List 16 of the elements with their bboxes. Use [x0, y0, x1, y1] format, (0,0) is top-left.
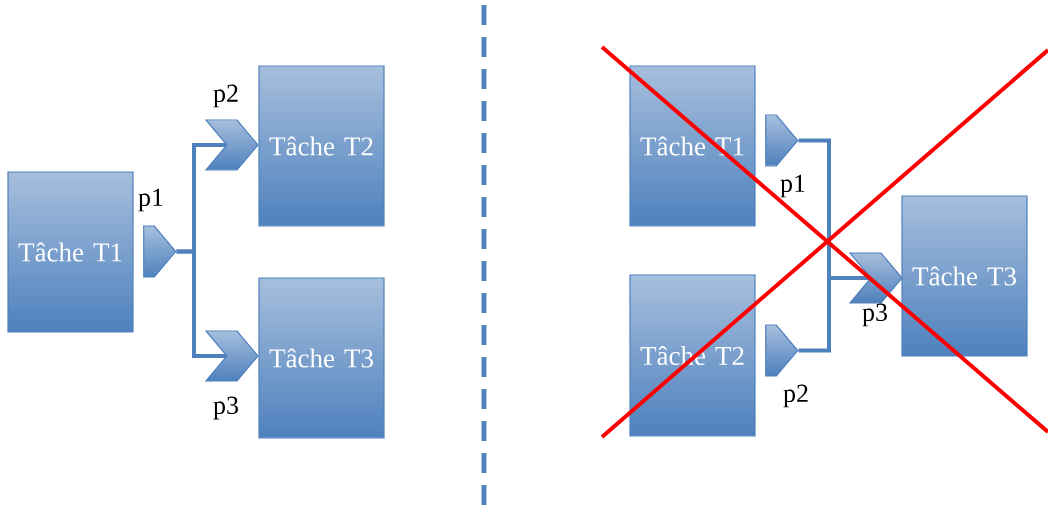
port-label: p3 [862, 303, 887, 327]
output-port [765, 114, 799, 167]
port-label: p1 [138, 188, 163, 212]
output-port [143, 225, 177, 278]
task-box: Tâche T2 [258, 65, 385, 227]
task-box: Tâche T3 [258, 277, 385, 439]
input-port [204, 330, 259, 382]
task-box: Tâche T3 [901, 195, 1028, 357]
port-label: p1 [780, 174, 805, 198]
port-label: p2 [783, 384, 808, 408]
port-label: p2 [213, 84, 238, 108]
connector-line [176, 249, 227, 358]
task-box: Tâche T1 [7, 171, 134, 333]
output-port [765, 324, 799, 377]
input-port [204, 119, 259, 171]
port-label: p3 [213, 396, 238, 420]
